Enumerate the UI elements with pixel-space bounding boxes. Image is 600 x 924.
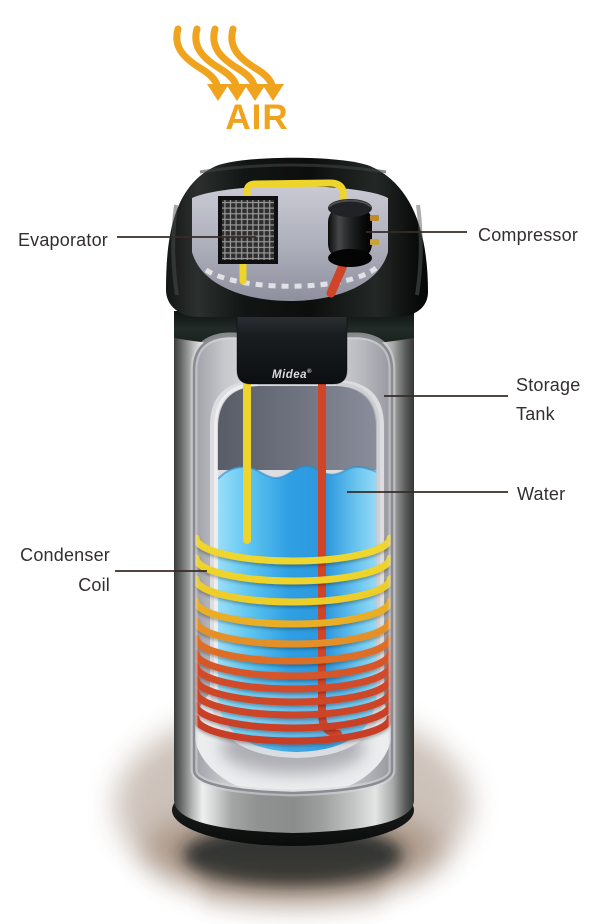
compressor-port xyxy=(370,239,379,245)
label-condenser-coil-line1: Condenser xyxy=(20,545,110,565)
label-compressor: Compressor xyxy=(478,225,579,245)
air-arrowhead xyxy=(207,84,229,101)
cutaway-rim xyxy=(192,334,394,795)
coil-loop xyxy=(194,597,392,628)
air-arrow-stroke xyxy=(192,25,240,89)
label-condenser-coil-line2: Coil xyxy=(78,575,110,595)
label-evaporator: Evaporator xyxy=(17,230,108,250)
coil-loop xyxy=(194,688,392,719)
air-arrow-stroke xyxy=(228,25,276,89)
unit-vent-slots xyxy=(204,265,378,289)
coil-loop xyxy=(194,675,392,706)
label-storage-tank-line2: Tank xyxy=(516,404,555,424)
coil-loop xyxy=(194,701,392,732)
water-fill xyxy=(217,466,377,752)
air-arrow-stroke xyxy=(173,25,221,89)
coil-loop xyxy=(194,634,392,665)
coil-loop xyxy=(194,617,392,648)
air-arrowhead xyxy=(244,84,266,101)
brand-logo-text: Midea xyxy=(271,368,308,381)
brand-logo: Midea® xyxy=(237,358,347,390)
coil-loop xyxy=(194,534,392,565)
brand-trademark: ® xyxy=(307,369,312,375)
coil-loop xyxy=(194,575,392,606)
label-storage-tank: Storage Tank xyxy=(516,371,580,429)
water-line xyxy=(217,465,378,480)
coil-loop xyxy=(194,662,392,693)
condenser-coil xyxy=(194,534,392,745)
storage-tank-body xyxy=(172,308,414,846)
air-label: AIR xyxy=(225,98,289,137)
vessel-headspace xyxy=(217,386,377,470)
air-arrow-stroke xyxy=(210,25,258,89)
air-arrowhead xyxy=(262,84,284,101)
label-water: Water xyxy=(517,484,566,504)
evaporator-grid xyxy=(218,196,278,264)
leader-lines xyxy=(115,231,508,572)
tank-cutaway-scene xyxy=(194,336,392,793)
coil-loop xyxy=(194,554,392,585)
compressor-port xyxy=(370,215,379,221)
coil-loop xyxy=(194,649,392,680)
compressor-cylinder xyxy=(328,199,379,267)
brand-panel xyxy=(236,308,348,385)
coil-loop xyxy=(194,714,392,745)
label-storage-tank-line1: Storage xyxy=(516,375,581,395)
cold-pipe-unit-top xyxy=(243,179,347,209)
air-arrowhead xyxy=(226,84,248,101)
label-condenser-coil: Condenser Coil xyxy=(0,540,110,600)
heat-pump-unit xyxy=(166,157,428,317)
air-arrows-icon xyxy=(173,25,284,101)
